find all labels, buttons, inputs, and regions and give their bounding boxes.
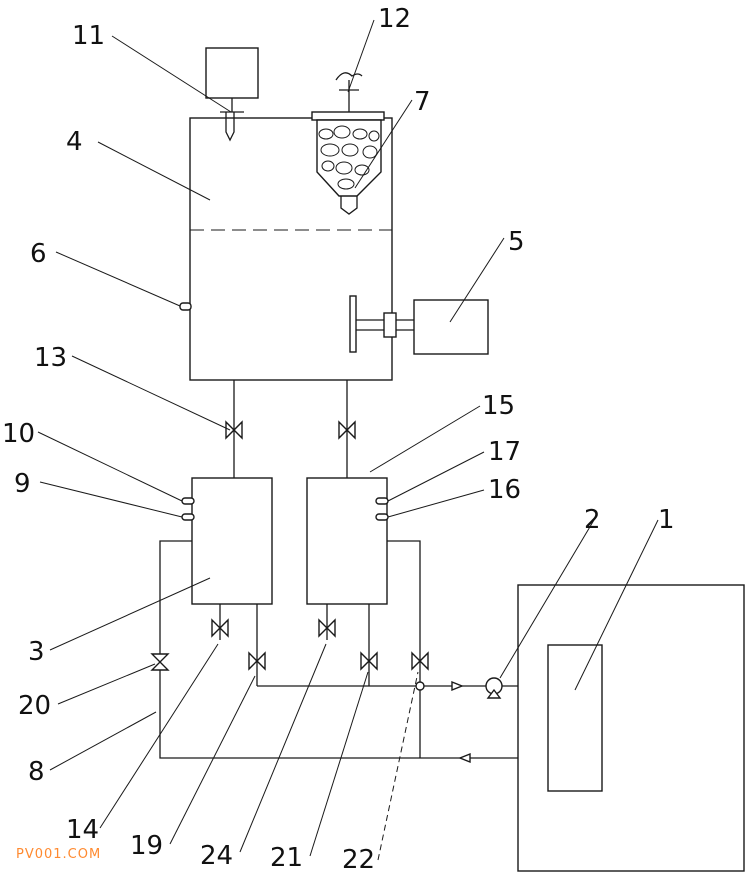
label-7: 7: [414, 87, 431, 117]
label-15: 15: [482, 391, 515, 421]
valve-24: [318, 618, 336, 638]
valve-13-left: [225, 420, 243, 440]
tank-15: [306, 477, 389, 605]
label-2: 2: [584, 505, 601, 535]
valve-14: [211, 618, 229, 638]
watermark: PV001.COM: [16, 847, 101, 862]
upper-pipes: [233, 380, 348, 478]
tank-3: [181, 477, 273, 605]
side-stirrer: [349, 295, 489, 355]
flow-arrow-right: [451, 680, 464, 692]
level-sensor: [179, 302, 192, 311]
valve-13-right: [338, 420, 356, 440]
label-12: 12: [378, 4, 411, 34]
leader-lines: [37, 19, 659, 861]
valve-21: [360, 651, 378, 671]
dosing-box: [205, 47, 259, 142]
label-19: 19: [130, 831, 163, 861]
label-4: 4: [66, 127, 83, 157]
labels: 11 12 7 4 5 6 13 15 10 17 9 16 2 1 3 20 …: [2, 4, 675, 875]
label-16: 16: [488, 475, 521, 505]
label-14: 14: [66, 815, 99, 845]
flow-arrow-left: [458, 752, 471, 764]
valve-19: [248, 651, 266, 671]
label-21: 21: [270, 843, 303, 873]
label-10: 10: [2, 419, 35, 449]
filler-funnel: [311, 111, 385, 215]
valve-22: [411, 651, 429, 691]
label-22: 22: [342, 845, 375, 875]
label-24: 24: [200, 841, 233, 871]
stirrer-rod: [335, 72, 363, 112]
label-3: 3: [28, 637, 45, 667]
label-11: 11: [72, 21, 105, 51]
label-20: 20: [18, 691, 51, 721]
label-8: 8: [28, 757, 45, 787]
label-13: 13: [34, 343, 67, 373]
equipment-1: [517, 584, 745, 872]
label-6: 6: [30, 239, 47, 269]
valve-20: [150, 653, 170, 671]
label-9: 9: [14, 469, 31, 499]
label-17: 17: [488, 437, 521, 467]
pump-2: [485, 677, 503, 699]
label-5: 5: [508, 227, 525, 257]
label-1: 1: [658, 505, 675, 535]
